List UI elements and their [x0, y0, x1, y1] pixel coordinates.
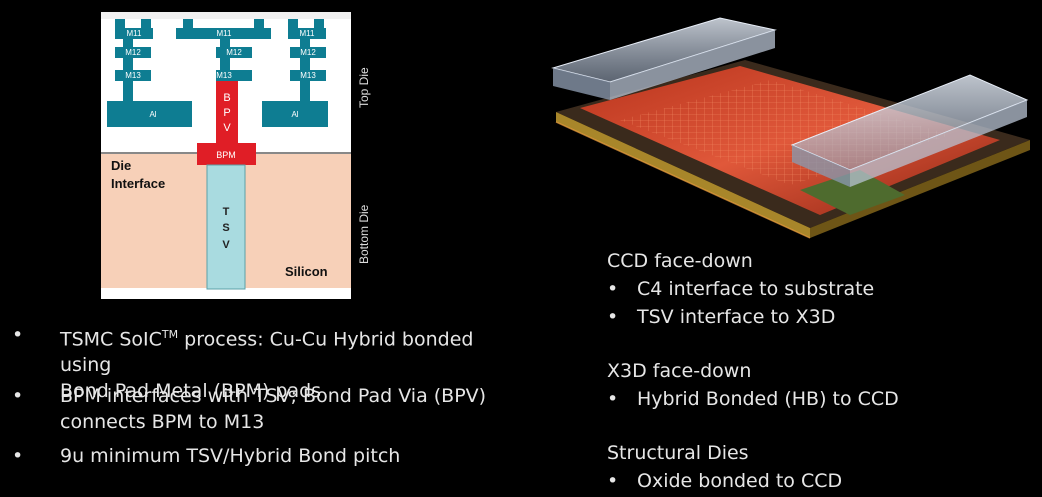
metal-label-m13-left: M13 — [125, 71, 141, 80]
metal-label-m11-left: M11 — [127, 29, 143, 38]
bottom-die-side-label: Bottom Die — [357, 204, 371, 264]
section-item-ccd-1: C4 interface to substrate — [607, 278, 874, 300]
chip-substrate-edge-right — [810, 140, 1030, 238]
left-bullet-1-sup: TM — [161, 328, 179, 341]
al-label-right: Al — [291, 110, 298, 119]
structural-die-left-side — [553, 68, 610, 100]
tsv-letter-v: V — [222, 239, 230, 251]
chip-3d-illustration — [551, 17, 1030, 239]
bpm-pad — [197, 143, 256, 165]
structural-die-right-front — [850, 100, 1027, 187]
section-item-ccd-2: TSV interface to X3D — [607, 306, 835, 328]
bpv-letter-p: P — [223, 107, 230, 119]
left-bullet-2-line2: connects BPM to M13 — [60, 411, 265, 433]
left-bullet-item-2: BPM interfaces with TSV; Bond Pad Via (B… — [12, 383, 530, 435]
bpv-via — [216, 81, 238, 143]
metal-label-m12-middle: M12 — [226, 48, 242, 57]
bpv-letter-b: B — [223, 92, 230, 104]
chip-edge-glow — [555, 121, 811, 239]
tsv-letter-s: S — [222, 222, 229, 234]
bottom-die-bottom-border — [101, 288, 351, 299]
tsv-column — [206, 164, 246, 290]
middle-metal-stack — [176, 19, 271, 81]
bpm-label: BPM — [216, 150, 236, 160]
tsv-letter-t: T — [223, 206, 230, 218]
right-metal-stack — [262, 19, 328, 127]
top-die-top-border — [101, 12, 351, 19]
metal-label-m12-left: M12 — [125, 48, 141, 57]
section-heading-structural: Structural Dies — [607, 442, 749, 464]
silicon-label: Silicon — [285, 264, 328, 279]
metal-label-m12-right: M12 — [300, 48, 316, 57]
left-bullet-3-line1: 9u minimum TSV/Hybrid Bond pitch — [60, 445, 401, 467]
structural-die-right-side — [792, 145, 850, 187]
left-metal-stack — [107, 19, 192, 127]
metal-label-m11-middle: M11 — [217, 29, 233, 38]
section-item-structural-1: Oxide bonded to CCD — [607, 470, 842, 492]
io-region — [800, 170, 905, 215]
metal-label-m13-middle: M13 — [216, 71, 232, 80]
metal-label-m13-right: M13 — [300, 71, 316, 80]
section-heading-x3d: X3D face-down — [607, 360, 752, 382]
section-item-x3d-1: Hybrid Bonded (HB) to CCD — [607, 388, 899, 410]
left-bullet-1-pre: TSMC SoIC — [60, 328, 162, 351]
bpv-letter-v: V — [223, 122, 231, 134]
left-bullet-item-3: 9u minimum TSV/Hybrid Bond pitch — [12, 443, 530, 469]
die-interface-label-line1: Die — [111, 158, 131, 173]
left-bullet-2-line1: BPM interfaces with TSV; Bond Pad Via (B… — [60, 385, 487, 407]
section-heading-ccd: CCD face-down — [607, 250, 753, 272]
left-bullet-1-post: process: Cu-Cu Hybrid bonded using — [60, 328, 474, 377]
structural-die-left-front — [610, 30, 775, 100]
die-interface-label-line2: Interface — [111, 176, 165, 191]
metal-label-m11-right: M11 — [300, 29, 316, 38]
top-die-side-label: Top Die — [357, 67, 371, 108]
al-label-left: Al — [149, 110, 156, 119]
chip-substrate-edge — [556, 112, 810, 238]
